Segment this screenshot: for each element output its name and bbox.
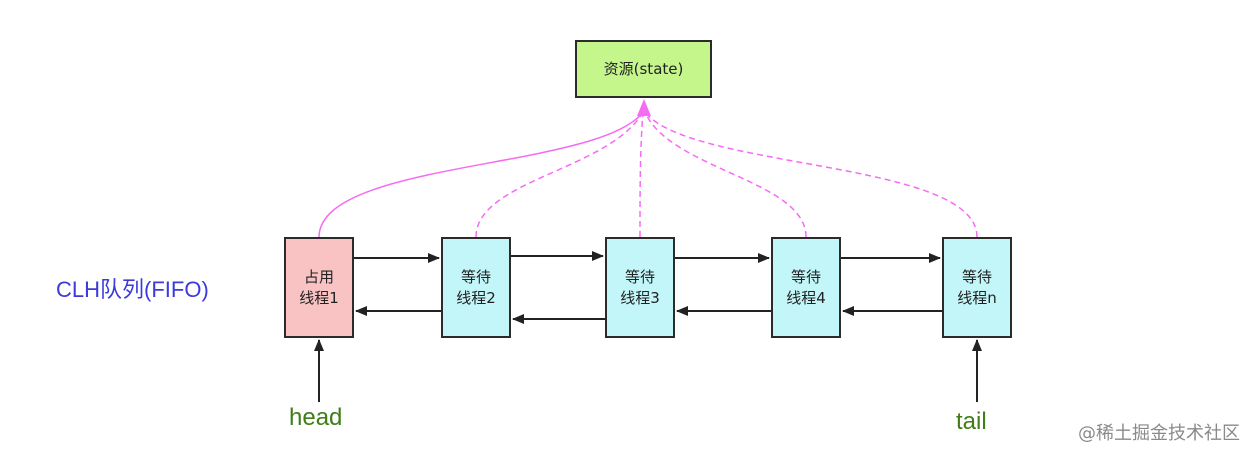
node-line2: 线程1 <box>299 288 339 307</box>
node-line1: 等待 <box>460 267 491 286</box>
resource-label: 资源(state) <box>603 59 684 78</box>
waiting-thread-node: 等待 线程3 <box>605 237 675 338</box>
head-pointer-label: head <box>289 404 343 431</box>
node-line1: 等待 <box>790 267 821 286</box>
waiting-2-to-resource-link <box>475 111 644 238</box>
waiting-n-to-resource-link <box>644 111 978 238</box>
queue-label: CLH队列(FIFO) <box>56 277 209 302</box>
node-line2: 线程n <box>957 288 997 307</box>
node-line2: 线程2 <box>456 288 496 307</box>
resource-state-box: 资源(state) <box>575 40 712 98</box>
resource-arrowhead <box>637 99 651 116</box>
node-line2: 线程3 <box>620 288 660 307</box>
holder-thread-node: 占用 线程1 <box>284 237 354 338</box>
node-line1: 占用 <box>303 267 334 286</box>
waiting-thread-node: 等待 线程4 <box>771 237 841 338</box>
waiting-3-to-resource-link <box>639 111 644 238</box>
watermark: @稀土掘金技术社区 <box>1078 423 1240 444</box>
waiting-4-to-resource-link <box>644 111 807 238</box>
node-line1: 等待 <box>624 267 655 286</box>
waiting-thread-node: 等待 线程2 <box>441 237 511 338</box>
node-line2: 线程4 <box>786 288 826 307</box>
tail-pointer-label: tail <box>956 408 987 435</box>
node-line1: 等待 <box>961 267 992 286</box>
waiting-thread-node: 等待 线程n <box>942 237 1012 338</box>
holder-to-resource-link <box>318 111 644 238</box>
